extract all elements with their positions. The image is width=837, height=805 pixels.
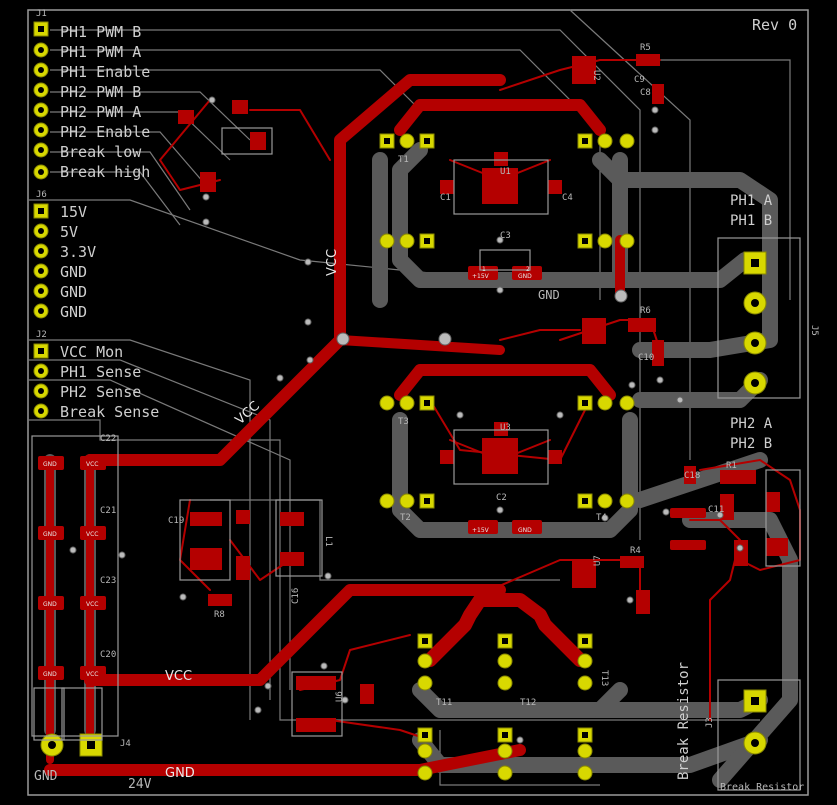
j1-pin-7: Break low (60, 143, 142, 161)
pad-label-vcc-1: VCC (86, 461, 98, 468)
silk-outlines (31, 127, 801, 791)
board-outline (27, 9, 809, 796)
ref-j4: J4 (120, 739, 131, 749)
ref-t4: T4 (596, 513, 607, 523)
ref-j1: J1 (36, 9, 47, 19)
pad-label-vcc-2: VCC (86, 531, 98, 538)
ref-c2: C2 (496, 493, 507, 503)
j2-pin-4: Break Sense (60, 403, 159, 421)
label-ph2a: PH2 A (730, 416, 773, 432)
j6-pin-5: GND (60, 283, 87, 301)
j1-pin-3: PH1 Enable (60, 63, 150, 81)
ref-u2: U2 (591, 70, 601, 81)
ref-c21: C21 (100, 506, 116, 516)
ref-c4: C4 (562, 193, 573, 203)
ref-t2: T2 (400, 513, 411, 523)
pad-label-gnd-4: GND (43, 671, 57, 678)
net-label-gnd-2: GND (538, 288, 560, 302)
ref-r4: R4 (630, 546, 641, 556)
ref-r1: R1 (726, 461, 737, 471)
j6-pin-1: 15V (60, 203, 87, 221)
j1-pin-1: PH1 PWM B (60, 23, 141, 41)
pad-label-1: 1 (482, 266, 486, 273)
ref-r5: R5 (640, 43, 651, 53)
board-revision: Rev 0 (752, 16, 797, 34)
ref-c8: C8 (640, 88, 651, 98)
ref-c16: C16 (291, 588, 301, 604)
j1-pin-8: Break high (60, 163, 150, 181)
j1-pin-2: PH1 PWM A (60, 43, 141, 61)
ref-u6: U6 (335, 691, 345, 702)
ref-u3: U3 (500, 423, 511, 433)
tht-pads (33, 21, 767, 781)
ref-c11: C11 (708, 505, 724, 515)
ref-c22: C22 (100, 434, 116, 444)
vias (69, 96, 744, 744)
pad-label-2: 2 (526, 266, 530, 273)
ref-r6: R6 (640, 306, 651, 316)
pad-label-gnd-3: GND (43, 601, 57, 608)
label-ph1a: PH1 A (730, 193, 773, 209)
ref-j3: J3 (705, 717, 715, 728)
smd-pads (38, 54, 788, 732)
j1-pin-6: PH2 Enable (60, 123, 150, 141)
j6-pin-4: GND (60, 263, 87, 281)
j2-pin-2: PH1 Sense (60, 363, 141, 381)
ref-t11: T11 (436, 698, 452, 708)
j1-pin-5: PH2 PWM A (60, 103, 141, 121)
j1-pin-4: PH2 PWM B (60, 83, 141, 101)
ref-c18: C18 (684, 471, 700, 481)
pad-label-gnd-6: GND (518, 527, 532, 534)
ref-t13: T13 (599, 670, 609, 686)
ref-r8: R8 (214, 610, 225, 620)
net-label-vcc-3: VCC (165, 669, 192, 684)
pad-label-vcc-3: VCC (86, 601, 98, 608)
ref-c9: C9 (634, 75, 645, 85)
ref-j6: J6 (36, 190, 47, 200)
ref-c23: C23 (100, 576, 116, 586)
label-break-resistor-mirror: Break Resistor (720, 782, 804, 793)
j2-pin-1: VCC Mon (60, 343, 123, 361)
ref-t1: T1 (398, 155, 409, 165)
ref-t12: T12 (520, 698, 536, 708)
ref-u1: U1 (500, 167, 511, 177)
j6-pin-6: GND (60, 303, 87, 321)
pad-label-15v-2: +15V (472, 527, 490, 534)
j6-pin-3: 3.3V (60, 243, 96, 261)
ref-c19: C19 (168, 516, 184, 526)
ref-j5: J5 (809, 325, 819, 336)
ref-t3: T3 (398, 417, 409, 427)
ref-u7: U7 (593, 555, 603, 566)
ref-c20: C20 (100, 650, 116, 660)
pad-label-vcc-4: VCC (86, 671, 98, 678)
net-label-24v: 24V (128, 777, 152, 792)
ref-l1: L1 (323, 536, 333, 547)
pad-label-gnd-2: GND (43, 531, 57, 538)
pad-label-15v-1: +15V (472, 273, 490, 280)
ref-c1: C1 (440, 193, 451, 203)
net-label-gnd-1: GND (165, 766, 195, 781)
ref-j2: J2 (36, 330, 47, 340)
net-label-vcc-1: VCC (325, 249, 340, 276)
label-ph2b: PH2 B (730, 436, 772, 452)
pad-label-gnd-1: GND (43, 461, 57, 468)
j2-pin-3: PH2 Sense (60, 383, 141, 401)
pad-label-gnd-5: GND (518, 273, 532, 280)
j6-pin-2: 5V (60, 223, 78, 241)
net-label-gnd-bottom: GND (34, 769, 58, 784)
ref-c10: C10 (638, 353, 654, 363)
label-ph1b: PH1 B (730, 213, 772, 229)
ref-c3: C3 (500, 231, 511, 241)
label-break-resistor: Break Resistor (676, 662, 692, 780)
